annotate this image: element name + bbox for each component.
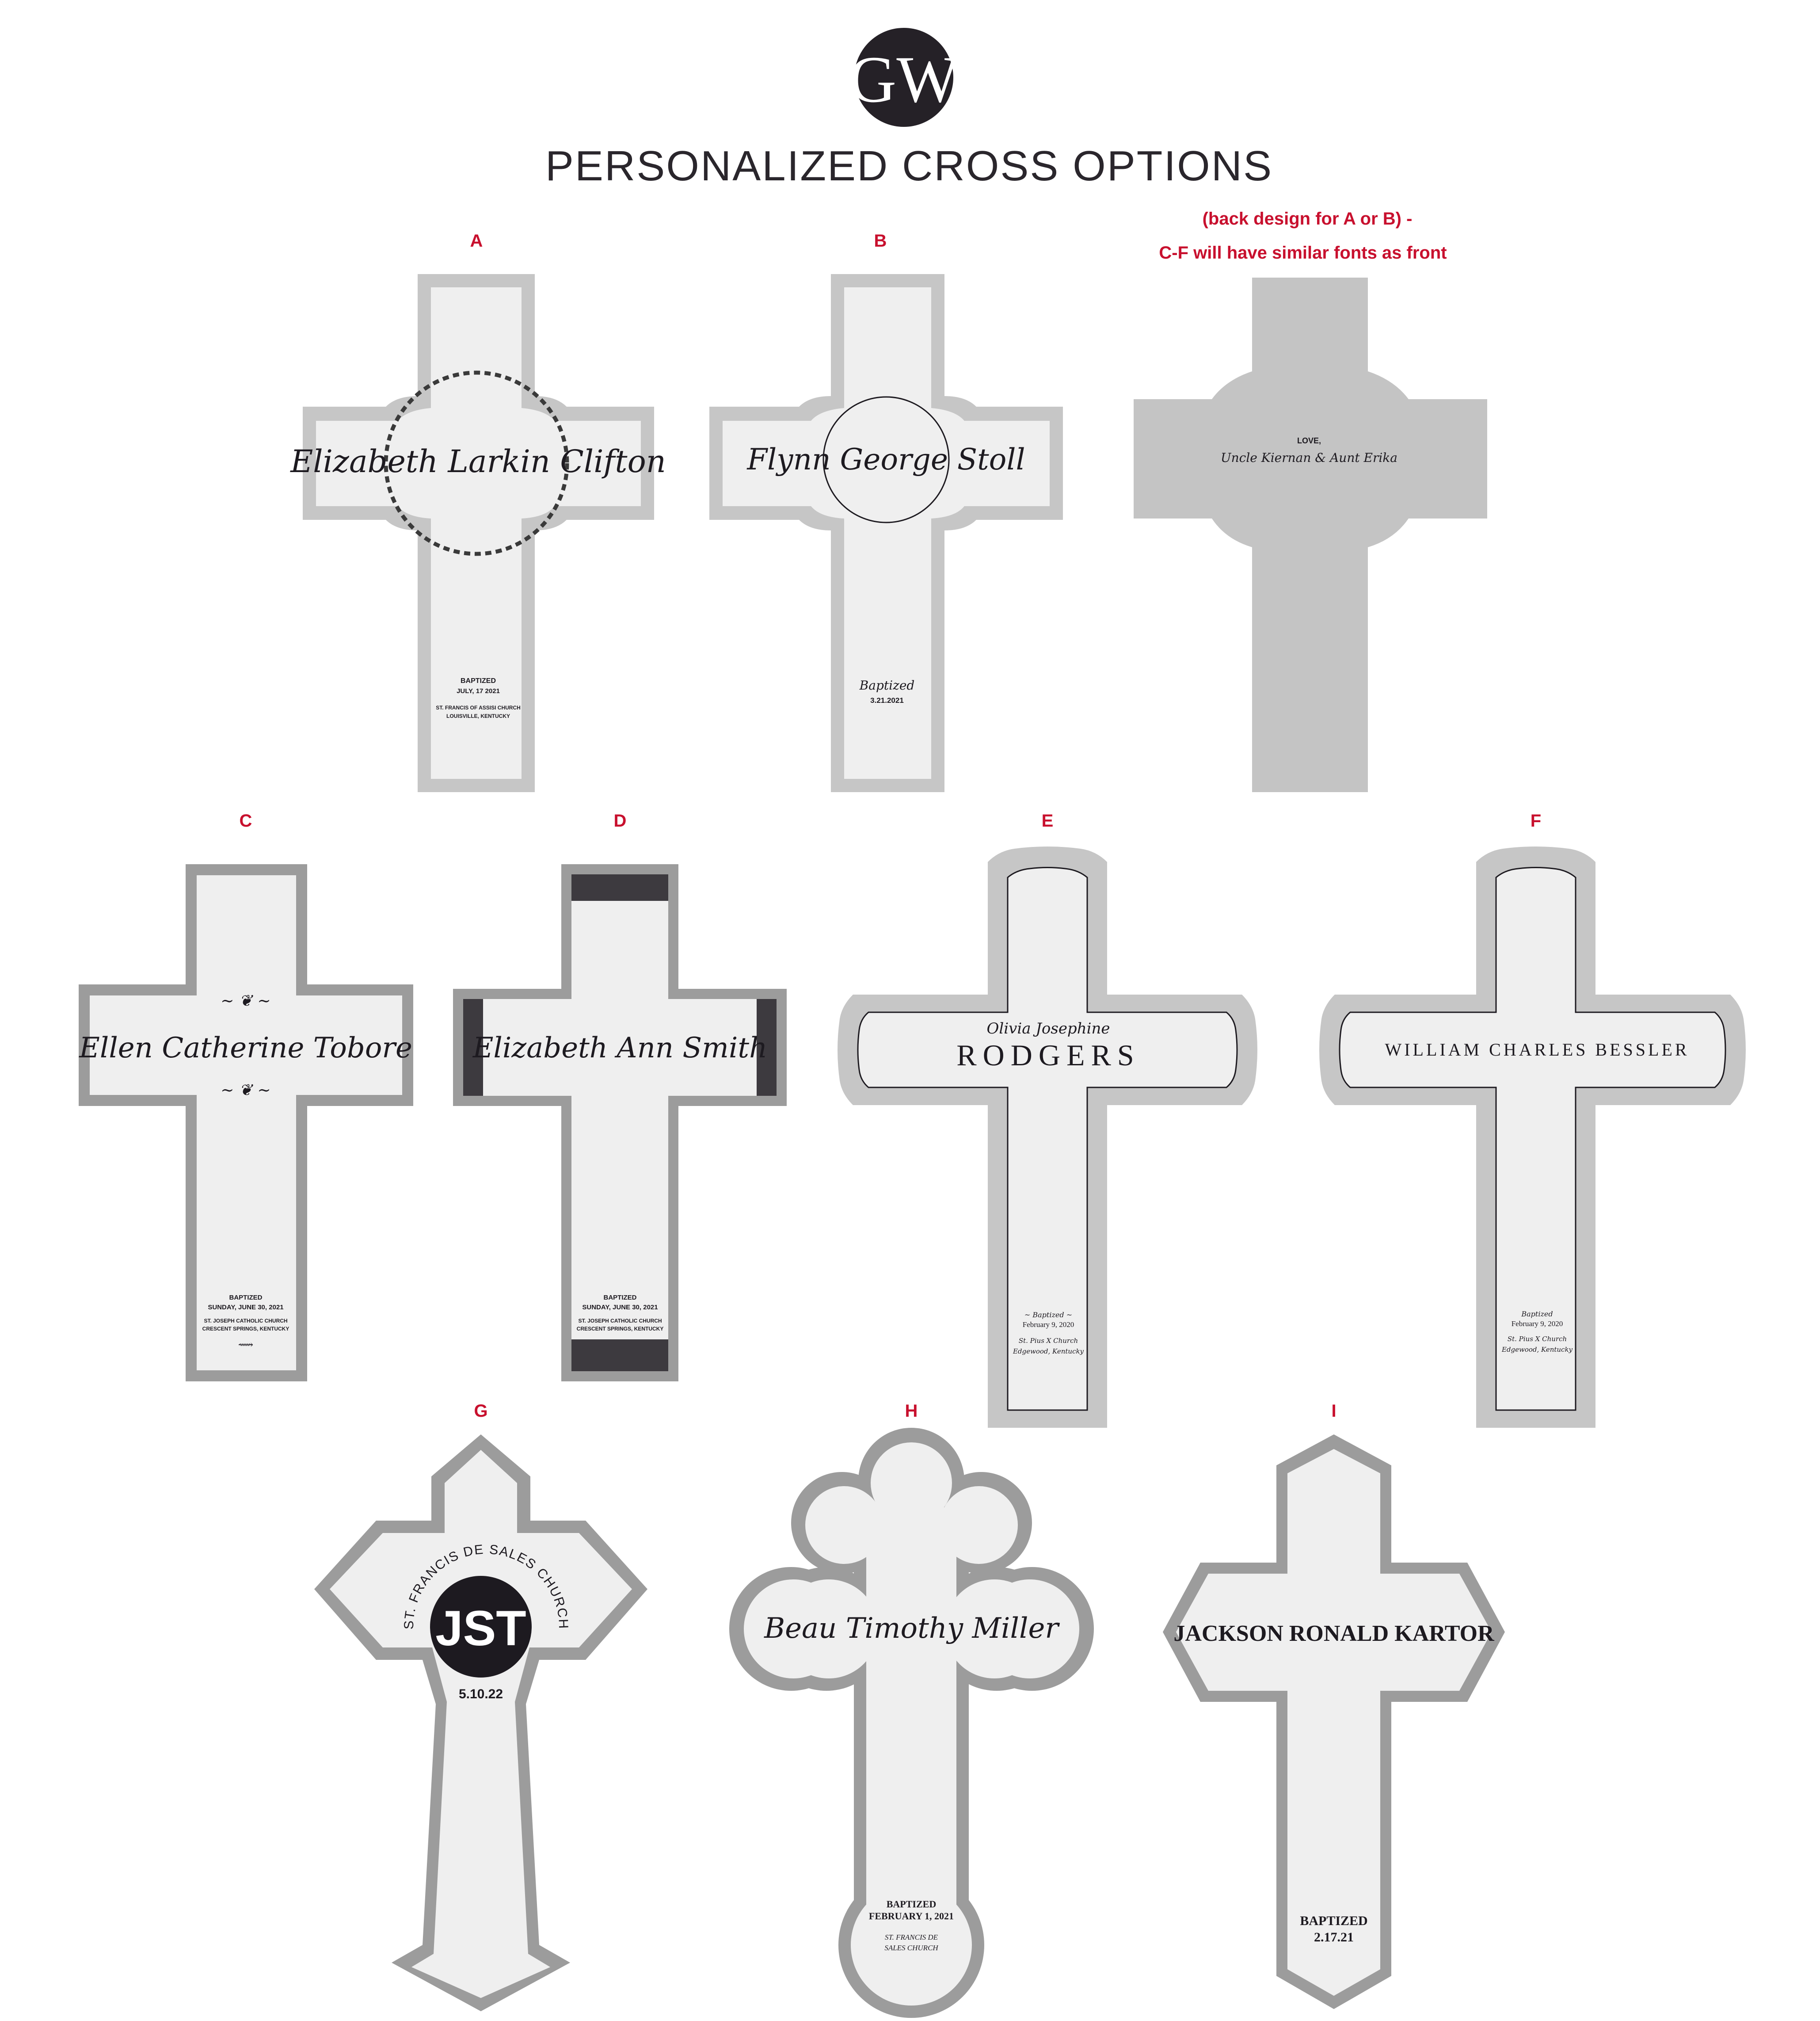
cross-d-line4: CRESCENT SPRINGS, KENTUCKY [577, 1326, 664, 1332]
back-line2: Uncle Kiernan & Aunt Erika [1221, 450, 1397, 465]
cross-f-line4: Edgewood, Kentucky [1501, 1346, 1573, 1354]
cross-c-line1: BAPTIZED [229, 1294, 263, 1301]
cross-a-name: Elizabeth Larkin Clifton [289, 443, 666, 480]
cross-c-name: Ellen Catherine Tobore [79, 1032, 412, 1064]
sprig-icon: ⟿ [238, 1338, 253, 1351]
option-label-g: G [474, 1401, 487, 1421]
cross-f-line1: Baptized [1521, 1310, 1553, 1318]
back-line1: LOVE, [1297, 436, 1321, 445]
back-note-line2: C-F will have similar fonts as front [1159, 243, 1447, 263]
option-label-f: F [1531, 811, 1541, 831]
cross-a-line2: JULY, 17 2021 [457, 687, 500, 695]
name-ring [822, 396, 950, 523]
cross-d: Elizabeth Ann Smith BAPTIZED SUNDAY, JUN… [453, 864, 787, 1381]
floral-band-top [571, 874, 668, 901]
cross-f: WILLIAM CHARLES BESSLER Baptized Februar… [1319, 847, 1746, 1428]
cross-i-line1: BAPTIZED [1300, 1914, 1367, 1928]
cross-f-line3: St. Pius X Church [1508, 1335, 1567, 1343]
cross-h-line4: SALES CHURCH [884, 1944, 939, 1952]
cross-b-line1: Baptized [859, 678, 915, 693]
floral-wreath [384, 370, 569, 556]
cross-e-line2: February 9, 2020 [1023, 1320, 1074, 1329]
cross-c-line4: CRESCENT SPRINGS, KENTUCKY [202, 1326, 289, 1332]
page-title: PERSONALIZED CROSS OPTIONS [545, 142, 1273, 190]
cross-a-line3: ST. FRANCIS OF ASSISI CHURCH [436, 705, 521, 711]
brand-logo: GW [849, 28, 959, 127]
floral-band-left [463, 999, 483, 1096]
cross-c: ~ ❦ ~ Ellen Catherine Tobore ~ ❦ ~ BAPTI… [79, 864, 413, 1381]
cross-h-name: Beau Timothy Miller [764, 1612, 1060, 1645]
cross-a-line4: LOUISVILLE, KENTUCKY [446, 713, 510, 719]
cross-e-line3: St. Pius X Church [1019, 1337, 1078, 1345]
cross-d-line3: ST. JOSEPH CATHOLIC CHURCH [578, 1318, 662, 1324]
cross-i-name: JACKSON RONALD KARTOR [1173, 1621, 1495, 1646]
floral-band-bottom [571, 1339, 668, 1371]
cross-e: Olivia Josephine RODGERS ~ Baptized ~ Fe… [838, 847, 1257, 1428]
cross-f-line2: February 9, 2020 [1512, 1319, 1563, 1328]
cross-b-line2: 3.21.2021 [870, 696, 904, 705]
option-label-c: C [240, 811, 252, 831]
option-label-h: H [905, 1401, 918, 1421]
cross-e-first: Olivia Josephine [986, 1020, 1110, 1037]
cross-h-line2: FEBRUARY 1, 2021 [869, 1910, 954, 1922]
cross-d-line1: BAPTIZED [604, 1294, 637, 1301]
cross-f-name: WILLIAM CHARLES BESSLER [1385, 1040, 1689, 1060]
back-note-line1: (back design for A or B) - [1203, 209, 1413, 229]
cross-d-name: Elizabeth Ann Smith [472, 1032, 768, 1064]
cross-e-line1: ~ Baptized ~ [1024, 1311, 1072, 1319]
cross-e-last: RODGERS [956, 1038, 1140, 1072]
option-label-d: D [614, 811, 627, 831]
option-label-a: A [470, 231, 483, 251]
cross-a-line1: BAPTIZED [461, 677, 496, 685]
cross-g: JST ST. FRANCIS DE SALES CHURCH 5.10.22 [314, 1434, 647, 2011]
cross-c-line2: SUNDAY, JUNE 30, 2021 [208, 1304, 283, 1311]
cross-d-line2: SUNDAY, JUNE 30, 2021 [582, 1304, 658, 1311]
cross-g-date: 5.10.22 [459, 1687, 503, 1701]
cross-i-line2: 2.17.21 [1314, 1930, 1354, 1945]
option-label-e: E [1042, 811, 1054, 831]
option-label-b: B [874, 231, 887, 251]
laurel-bottom-icon: ~ ❦ ~ [221, 1081, 270, 1099]
logo-letters: GW [849, 43, 959, 116]
cross-b-name: Flynn George Stoll [746, 442, 1025, 477]
cross-h: Beau Timothy Miller BAPTIZED FEBRUARY 1,… [729, 1428, 1094, 2018]
cross-h-line3: ST. FRANCIS DE [885, 1933, 938, 1941]
cross-b: Flynn George Stoll Baptized 3.21.2021 [709, 274, 1063, 792]
option-label-i: I [1331, 1401, 1336, 1421]
laurel-top-icon: ~ ❦ ~ [221, 992, 270, 1010]
cross-e-line4: Edgewood, Kentucky [1013, 1347, 1084, 1355]
cross-a: Elizabeth Larkin Clifton BAPTIZED JULY, … [289, 274, 666, 792]
cross-g-monogram: JST [435, 1601, 526, 1656]
cross-h-line1: BAPTIZED [887, 1899, 936, 1910]
cross-c-line3: ST. JOSEPH CATHOLIC CHURCH [204, 1318, 287, 1324]
cross-back: LOVE, Uncle Kiernan & Aunt Erika [1134, 278, 1487, 792]
monogram-disc [430, 1576, 532, 1678]
cross-i: JACKSON RONALD KARTOR BAPTIZED 2.17.21 [1163, 1434, 1505, 2009]
floral-band-right [757, 999, 777, 1096]
